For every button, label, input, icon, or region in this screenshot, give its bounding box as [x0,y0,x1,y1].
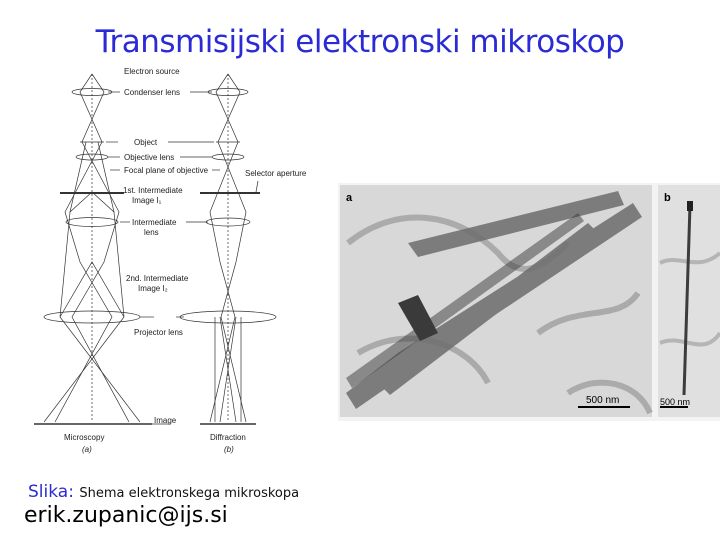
tem-schematic-diagram: Electron source Condenser lens Object Ob… [34,67,307,454]
label-second-intermediate-image-sub: Image I₂ [138,284,168,293]
panel-a-label: a [346,192,353,204]
label-electron-source: Electron source [124,67,180,76]
label-intermediate-lens: Intermediate [132,218,177,227]
label-objective-lens: Objective lens [124,153,174,162]
slide-title: Transmisijski elektronski mikroskop [95,24,625,60]
scale-bar-b-label: 500 nm [660,397,690,407]
label-projector-lens: Projector lens [134,328,183,337]
caption-text: Shema elektronskega mikroskopa [79,486,300,501]
label-condenser-lens: Condenser lens [124,88,180,97]
label-first-intermediate-image: 1st. Intermediate [123,186,183,195]
micrograph-panel-b: b 500 nm [658,185,720,417]
label-selector-aperture: Selector aperture [245,169,307,178]
micrograph-panel-a: a 500 nm [340,185,653,417]
label-intermediate-lens-sub: lens [144,228,159,237]
figure-caption: Slika: Shema elektronskega mikroskopa [28,482,299,502]
panel-b-label: b [664,192,671,204]
label-diffraction: Diffraction [210,433,246,442]
label-microscopy-sub: (a) [82,445,92,454]
label-second-intermediate-image: 2nd. Intermediate [126,274,189,283]
label-diffraction-sub: (b) [224,445,234,454]
label-focal-plane: Focal plane of objective [124,166,209,175]
scale-bar-a-label: 500 nm [586,395,619,406]
label-first-intermediate-image-sub: Image I₁ [132,196,162,205]
caption-label: Slika: [28,482,74,502]
author-email: erik.zupanic@ijs.si [24,503,228,528]
label-microscopy: Microscopy [64,433,104,442]
label-image: Image [154,416,177,425]
label-object: Object [134,138,158,147]
tem-micrographs: a 500 nm b 500 nm [338,183,720,421]
